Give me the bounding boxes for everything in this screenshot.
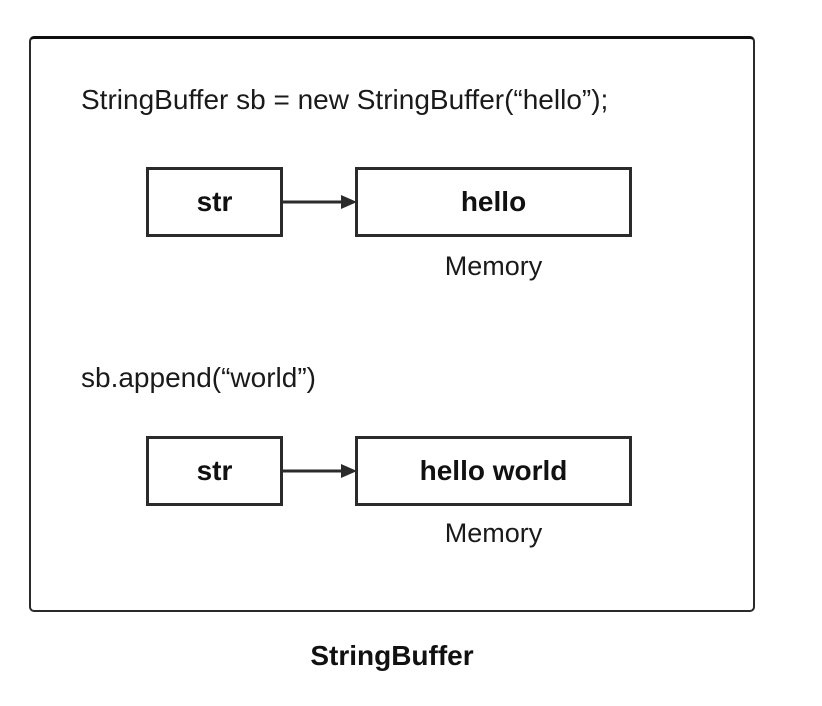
pointer-box: str	[146, 167, 283, 237]
diagram-caption: StringBuffer	[310, 640, 474, 671]
arrow-right-icon	[282, 195, 357, 209]
value-box: hello	[355, 167, 632, 237]
arrow-right-icon	[282, 464, 357, 478]
pointer-label: str	[196, 455, 233, 486]
statement-append: sb.append(“world”)	[81, 362, 316, 393]
memory-label: Memory	[444, 251, 543, 281]
value-label: hello world	[419, 455, 568, 486]
pointer-label: str	[196, 186, 233, 217]
value-label: hello	[460, 186, 527, 217]
statement-constructor: StringBuffer sb = new StringBuffer(“hell…	[81, 84, 609, 115]
pointer-box: str	[146, 436, 283, 506]
memory-label: Memory	[444, 518, 543, 548]
diagram-frame: StringBuffer sb = new StringBuffer(“hell…	[29, 36, 755, 612]
value-box: hello world	[355, 436, 632, 506]
